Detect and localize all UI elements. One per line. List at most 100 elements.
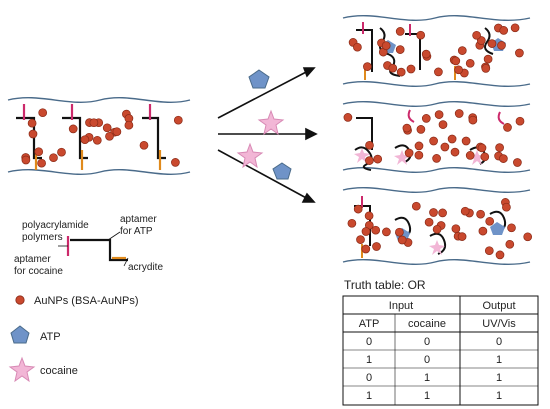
aunp-particle (515, 116, 525, 126)
table-cell: 0 (366, 336, 372, 348)
crosslink (356, 29, 373, 72)
hydrogel-both-added (342, 186, 533, 266)
aunp-particle (343, 113, 353, 122)
cocaine-icon (236, 142, 264, 169)
label-acrydite: acrydite (128, 262, 163, 273)
aunp-particle (89, 118, 99, 128)
aunp-particle (102, 123, 112, 133)
pointer-line (123, 257, 129, 267)
polymer-strand-top (342, 186, 531, 194)
linker-strand (70, 238, 128, 262)
aunp-particle (105, 131, 114, 141)
aunp-particle (424, 217, 434, 227)
aunp-particle (432, 154, 441, 163)
aunp-particle (507, 223, 516, 233)
aunp-particle (404, 148, 414, 158)
aunp-particle (57, 147, 66, 157)
arrow-to-atp-state (217, 69, 311, 119)
aunp-particle (139, 140, 149, 150)
aunp-particle (434, 110, 444, 119)
polymer-strand-bottom (342, 258, 531, 266)
table-column-header: cocaine (408, 318, 446, 330)
aunp-particle (457, 46, 467, 55)
aunp-particle (451, 224, 461, 234)
aunp-particle (495, 143, 504, 152)
aunp-particle (173, 115, 183, 125)
aunp-particle (364, 211, 374, 221)
crosslink (405, 33, 421, 70)
aunp-particle (472, 30, 481, 40)
aunp-particle (451, 56, 461, 66)
legend-atp-label: ATP (40, 331, 61, 343)
aunp-particle (438, 120, 448, 129)
aunp-cluster (21, 108, 183, 168)
aunp-particle (37, 158, 46, 168)
aunp-particle (497, 41, 506, 50)
aunp-particle (457, 232, 467, 241)
aunp-particle (454, 65, 463, 75)
aunp-particle (485, 216, 495, 226)
table-cell: 1 (496, 372, 502, 384)
aunp-particle (406, 64, 416, 74)
aunp-particle (481, 64, 491, 73)
aunp-particle (503, 123, 512, 132)
atp-icon (490, 222, 505, 235)
label-aptamer-atp: aptamer (120, 214, 157, 225)
aunp-particle (450, 147, 460, 157)
legend: AuNPs (BSA-AuNPs) ATP cocaine (8, 295, 139, 383)
aunp-icon (15, 295, 25, 305)
table-cell: 1 (496, 354, 502, 366)
aunp-cluster (348, 23, 524, 78)
aunp-particle (421, 114, 431, 123)
aunp-particle (356, 235, 365, 244)
aunp-particle (484, 246, 494, 256)
aptamer-atp-free (497, 111, 505, 125)
polymer-strand-bottom (7, 168, 191, 176)
table-group-header-input: Input (389, 300, 413, 312)
arrow-to-both-state (217, 149, 311, 201)
aunp-particle (416, 30, 426, 40)
aunp-particle (499, 26, 509, 35)
aunp-particle (124, 120, 134, 130)
hydrogel-cocaine-added (342, 100, 531, 174)
polymer-strand-bottom (342, 80, 531, 88)
aunp-particle (487, 39, 497, 48)
aunp-particle (447, 134, 457, 144)
polymer-strand-bottom (342, 166, 531, 174)
aunp-particle (365, 156, 374, 165)
label-aptamer-atp: for ATP (120, 226, 153, 237)
aunp-particle (80, 135, 90, 145)
aunp-particle (395, 45, 405, 54)
arrow-head (301, 192, 316, 203)
label-polymers: polymers (22, 232, 63, 243)
aunp-particle (395, 227, 404, 237)
aunp-particle (468, 115, 478, 125)
truth-table-title: Truth table: OR (344, 278, 426, 292)
reaction-arrows (217, 67, 318, 203)
aunp-particle (460, 206, 470, 216)
table-cell: 0 (424, 354, 430, 366)
aunp-particle (21, 155, 31, 165)
label-aptamer-cocaine: aptamer (14, 254, 51, 265)
arrow-head (302, 67, 316, 78)
aunp-particle (461, 136, 471, 146)
aunp-particle (523, 232, 533, 242)
aunp-particle (483, 54, 493, 64)
table-cell: 0 (424, 336, 430, 348)
aunp-particle (388, 63, 398, 73)
aunp-particle (363, 62, 372, 71)
aunp-particle (68, 124, 78, 134)
aunp-particle (373, 154, 383, 164)
aunp-particle (440, 142, 450, 152)
table-cell: 1 (424, 390, 430, 402)
aunp-particle (38, 108, 48, 118)
table-cell: 0 (366, 372, 372, 384)
arrow-head (305, 127, 318, 141)
aunp-particle (510, 23, 520, 33)
atp-icon (272, 162, 292, 180)
aunp-particle (347, 218, 357, 228)
aunp-particle (438, 208, 447, 218)
aunp-particle (465, 151, 475, 160)
aunp-particle (353, 42, 362, 52)
